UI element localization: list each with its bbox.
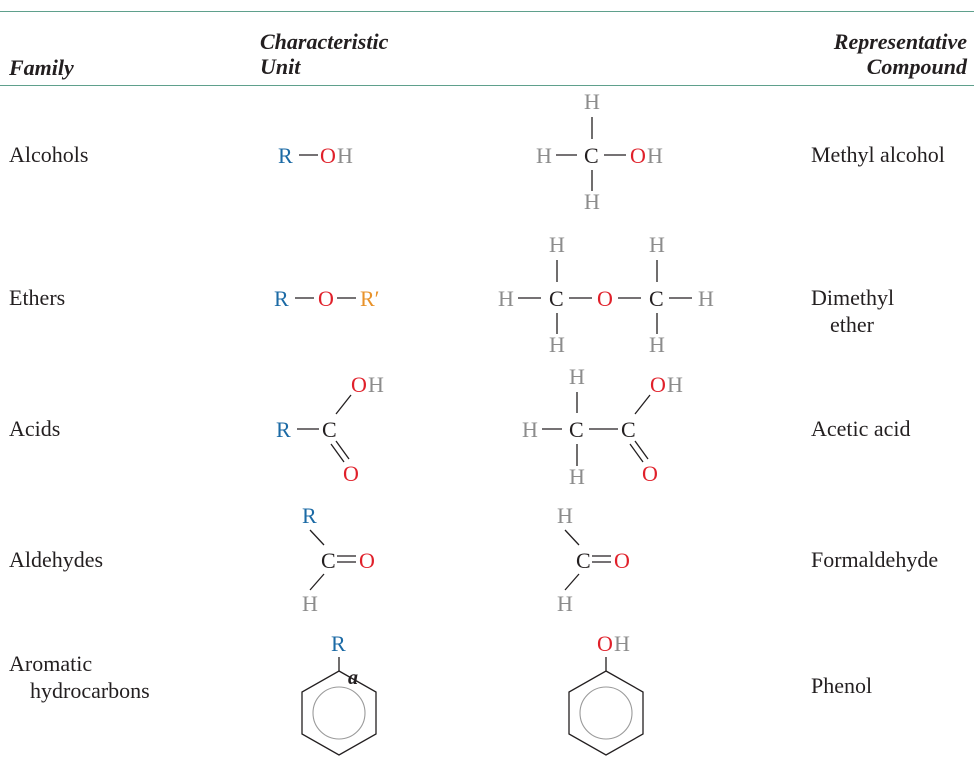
benzene-ring <box>568 670 644 756</box>
atom-o: O <box>630 143 646 168</box>
family-alcohols: Alcohols <box>9 142 89 167</box>
atom-h: H <box>536 143 552 168</box>
unit-alcohol-structure: R O H <box>278 143 353 168</box>
bond <box>564 529 580 546</box>
atom-r-prime: R′ <box>360 286 380 311</box>
atom-o: O <box>597 286 613 311</box>
bond <box>564 573 580 591</box>
bond <box>309 573 325 591</box>
dimethyl-ether-structure: H H H C O C H H H <box>498 232 714 357</box>
atom-h: H <box>667 372 683 397</box>
family-ethers: Ethers <box>9 285 66 310</box>
acetic-acid-structure: H H C C O H O H <box>522 364 683 489</box>
atom-r: R <box>274 286 289 311</box>
header-characteristic-unit: Characteristic Unit <box>260 29 420 79</box>
benzene-ring <box>301 670 377 756</box>
atom-h: H <box>649 232 665 257</box>
header-rep-line1: Representative <box>833 29 967 54</box>
atom-h: H <box>614 631 630 656</box>
atom-o: O <box>318 286 334 311</box>
bond <box>634 394 651 415</box>
atom-h: H <box>368 372 384 397</box>
atom-c: C <box>321 548 336 573</box>
family-aromatic-hydrocarbons: Aromatic hydrocarbons <box>9 650 150 704</box>
compound-dimethyl-line2: ether <box>830 312 874 337</box>
aromatic-circle <box>579 686 633 740</box>
atom-r: R <box>276 417 291 442</box>
atom-h: H <box>584 89 600 114</box>
atom-c: C <box>584 143 599 168</box>
bond <box>309 529 325 546</box>
atom-h: H <box>302 591 318 616</box>
aromatic-circle <box>312 686 366 740</box>
header-rep-line2: Compound <box>866 54 967 79</box>
atom-h: H <box>647 143 663 168</box>
compound-formaldehyde: Formaldehyde <box>811 547 939 572</box>
atom-h: H <box>649 332 665 357</box>
unit-aromatic-structure: R a <box>301 631 377 756</box>
atom-r: R <box>278 143 293 168</box>
atom-c: C <box>549 286 564 311</box>
header-rule <box>0 85 974 86</box>
header-representative-compound: Representative Compound <box>834 29 967 79</box>
bond <box>330 443 345 463</box>
atom-h: H <box>584 189 600 214</box>
phenol-structure: O H <box>568 631 644 756</box>
atom-h: H <box>522 417 538 442</box>
atom-h: H <box>569 464 585 489</box>
atom-o: O <box>359 548 375 573</box>
atom-o: O <box>343 461 359 486</box>
atom-c: C <box>649 286 664 311</box>
atom-o: O <box>614 548 630 573</box>
atom-c: C <box>576 548 591 573</box>
top-rule <box>0 11 974 12</box>
compound-dimethyl-line1: Dimethyl <box>811 285 895 310</box>
header-unit-line1: Characteristic <box>260 29 389 54</box>
atom-h: H <box>698 286 714 311</box>
atom-o: O <box>650 372 666 397</box>
atom-h: H <box>557 503 573 528</box>
atom-h: H <box>557 591 573 616</box>
compound-methyl-alcohol: Methyl alcohol <box>811 142 945 167</box>
position-label-a: a <box>348 667 358 689</box>
atom-h: H <box>498 286 514 311</box>
atom-h: H <box>569 364 585 389</box>
unit-aldehyde-structure: R C O H <box>302 503 375 616</box>
atom-c: C <box>621 417 636 442</box>
unit-acid-structure: R C O H O <box>276 372 384 486</box>
atom-o: O <box>320 143 336 168</box>
family-aromatic-line2: hydrocarbons <box>30 678 150 703</box>
family-acids: Acids <box>9 416 61 441</box>
header-unit-line2: Unit <box>260 54 301 79</box>
atom-c: C <box>322 417 337 442</box>
compound-phenol: Phenol <box>811 673 873 698</box>
atom-r: R <box>331 631 346 656</box>
atom-o: O <box>351 372 367 397</box>
formaldehyde-structure: H C O H <box>557 503 630 616</box>
atom-c: C <box>569 417 584 442</box>
header-family: Family <box>9 55 74 80</box>
family-aromatic-line1: Aromatic <box>9 651 93 676</box>
atom-o: O <box>642 461 658 486</box>
atom-h: H <box>337 143 353 168</box>
atom-o: O <box>597 631 613 656</box>
family-aldehydes: Aldehydes <box>9 547 104 572</box>
methyl-alcohol-structure: H H C O H H <box>536 89 663 214</box>
bond <box>335 394 352 415</box>
compound-dimethyl-ether: Dimethyl ether <box>811 284 894 338</box>
atom-h: H <box>549 332 565 357</box>
atom-r: R <box>302 503 317 528</box>
bond <box>634 440 649 460</box>
bond <box>335 440 350 460</box>
atom-h: H <box>549 232 565 257</box>
unit-ether-structure: R O R′ <box>274 286 380 311</box>
compound-acetic-acid: Acetic acid <box>811 416 911 441</box>
bond <box>629 443 644 463</box>
